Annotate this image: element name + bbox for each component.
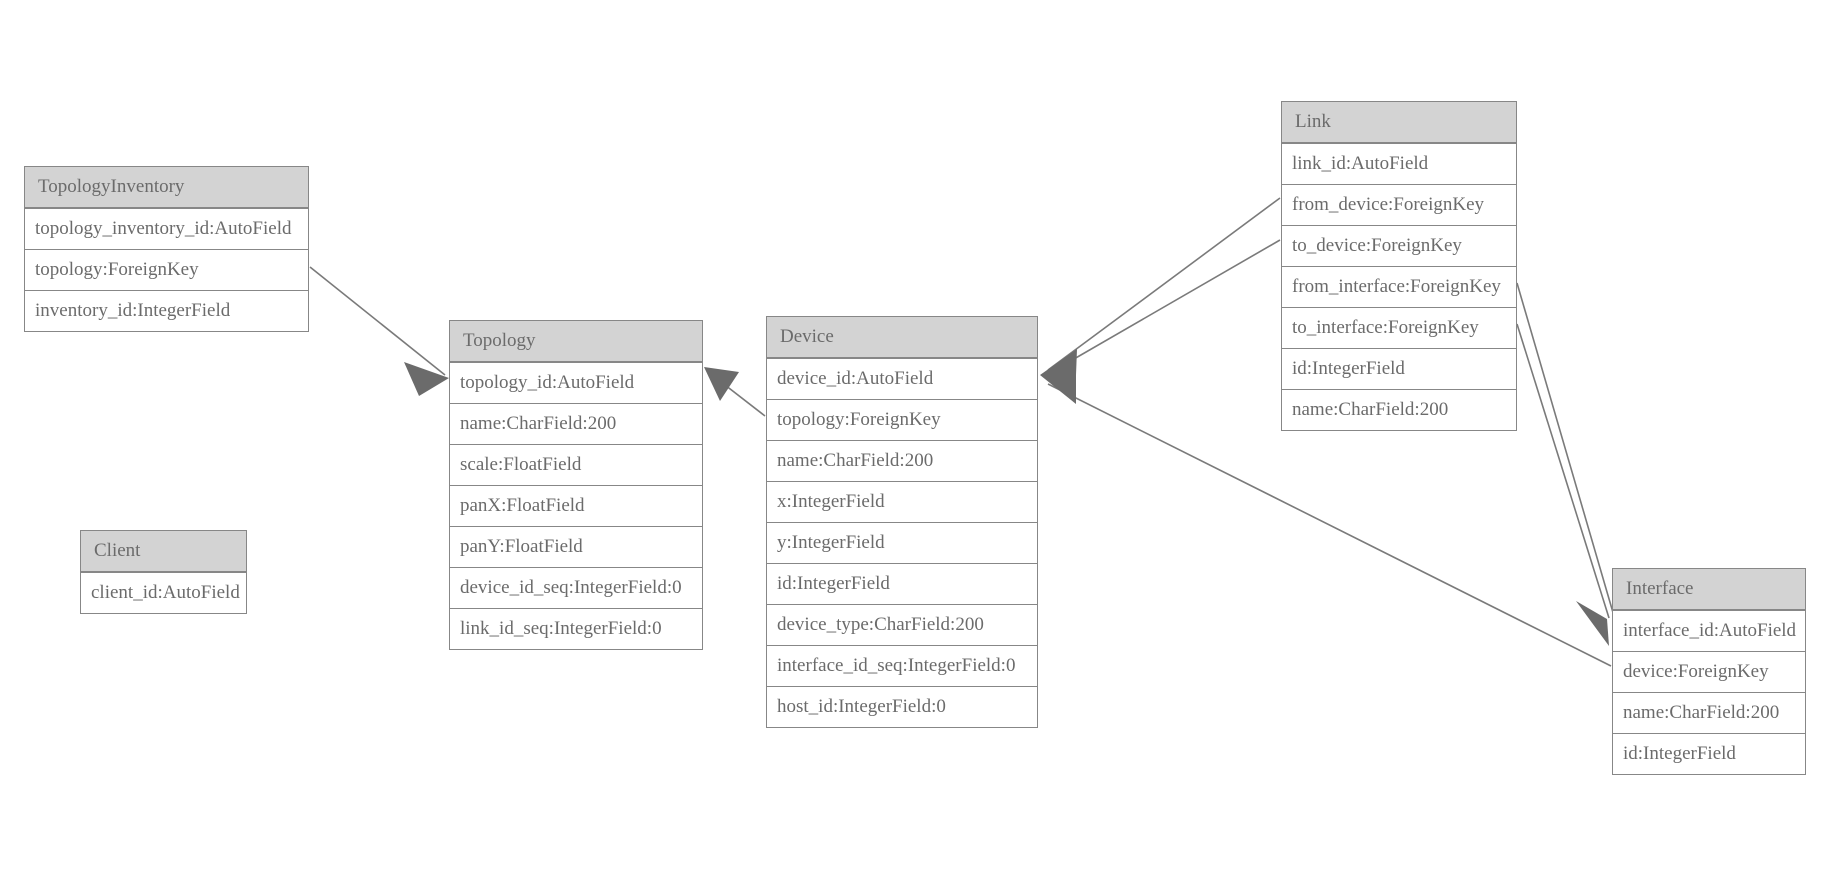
- entity-field: interface_id:AutoField: [1613, 610, 1805, 651]
- entity-field: to_device:ForeignKey: [1282, 225, 1516, 266]
- edge-link-from-device: [1047, 197, 1281, 371]
- entity-field: link_id_seq:IntegerField:0: [450, 608, 702, 649]
- entity-field: y:IntegerField: [767, 522, 1037, 563]
- edge-link-to-device: [1047, 239, 1281, 375]
- entity-field: panX:FloatField: [450, 485, 702, 526]
- entity-field: panY:FloatField: [450, 526, 702, 567]
- edge-topologyinventory-topology: [309, 266, 446, 376]
- entity-field: id:IntegerField: [767, 563, 1037, 604]
- entity-title-interface: Interface: [1613, 569, 1805, 610]
- entity-field: interface_id_seq:IntegerField:0: [767, 645, 1037, 686]
- arrowhead-interface-topleft: [1576, 601, 1609, 646]
- arrowhead-device-right-upper: [1040, 349, 1077, 375]
- entity-field: topology:ForeignKey: [767, 399, 1037, 440]
- entity-field: id:IntegerField: [1282, 348, 1516, 389]
- entity-field: from_device:ForeignKey: [1282, 184, 1516, 225]
- entity-title-link: Link: [1282, 102, 1516, 143]
- entity-field: device:ForeignKey: [1613, 651, 1805, 692]
- entity-field: topology:ForeignKey: [25, 249, 308, 290]
- entity-field: inventory_id:IntegerField: [25, 290, 308, 331]
- edge-link-from-interface: [1516, 282, 1615, 617]
- entity-field: device_id:AutoField: [767, 358, 1037, 399]
- arrowhead-topology-right: [704, 367, 739, 401]
- entity-field: scale:FloatField: [450, 444, 702, 485]
- arrowhead-device-right-lower: [1040, 375, 1076, 404]
- entity-field: name:CharField:200: [1613, 692, 1805, 733]
- edge-device-topology: [715, 377, 766, 417]
- entity-field: name:CharField:200: [450, 403, 702, 444]
- entity-title-topology_inventory: TopologyInventory: [25, 167, 308, 208]
- entity-field: host_id:IntegerField:0: [767, 686, 1037, 727]
- entity-field: name:CharField:200: [767, 440, 1037, 481]
- entity-field: link_id:AutoField: [1282, 143, 1516, 184]
- entity-field: topology_inventory_id:AutoField: [25, 208, 308, 249]
- entity-field: device_type:CharField:200: [767, 604, 1037, 645]
- entity-field: device_id_seq:IntegerField:0: [450, 567, 702, 608]
- entity-field: name:CharField:200: [1282, 389, 1516, 430]
- edge-link-to-interface: [1516, 323, 1610, 619]
- arrowhead-topology-left: [404, 362, 449, 396]
- entity-field: x:IntegerField: [767, 481, 1037, 522]
- entity-field: to_interface:ForeignKey: [1282, 307, 1516, 348]
- entity-title-topology: Topology: [450, 321, 702, 362]
- entity-field: id:IntegerField: [1613, 733, 1805, 774]
- entity-title-device: Device: [767, 317, 1037, 358]
- entity-field: topology_id:AutoField: [450, 362, 702, 403]
- entity-field: client_id:AutoField: [81, 572, 246, 613]
- entity-field: from_interface:ForeignKey: [1282, 266, 1516, 307]
- entity-title-client: Client: [81, 531, 246, 572]
